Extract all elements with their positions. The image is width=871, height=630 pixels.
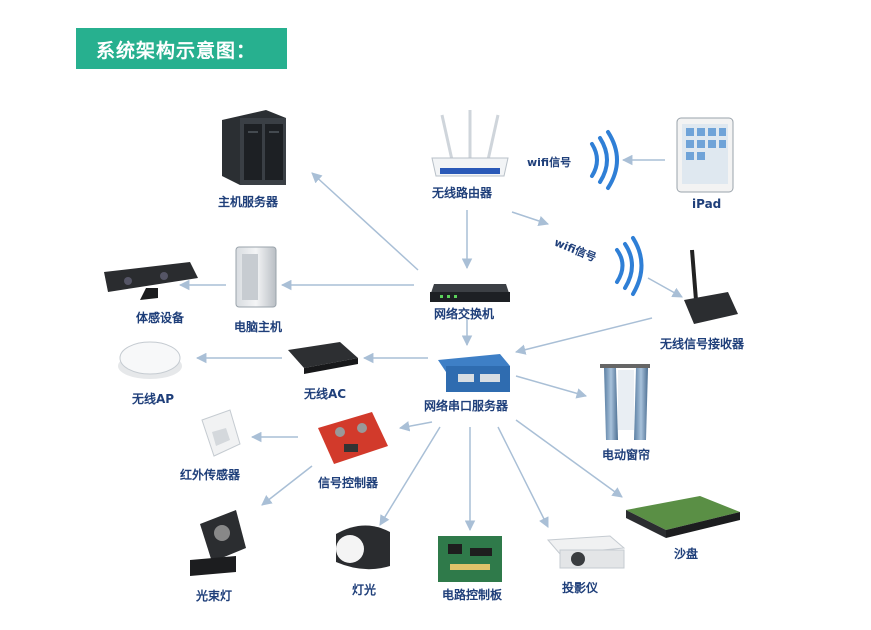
ipad-icon (676, 117, 734, 193)
wireless-ac-icon (288, 342, 358, 374)
pc-host-label: 电脑主机 (234, 320, 283, 334)
arrow-controller-to-beam-light (261, 465, 313, 506)
ipad-label: iPad (692, 197, 722, 211)
arrow-serial-to-signal-controller (398, 421, 433, 432)
network-switch-icon (430, 284, 510, 302)
infrared-sensor-label: 红外传感器 (180, 468, 241, 482)
projector-label: 投影仪 (562, 581, 599, 595)
beam-light-label: 光束灯 (196, 589, 233, 603)
wireless-router-icon (431, 110, 509, 177)
header-banner (76, 28, 287, 69)
router-label: 无线路由器 (432, 186, 493, 200)
infrared-sensor-icon (201, 409, 241, 457)
projector-icon (546, 535, 626, 569)
page-title: 系统架构示意图： (96, 40, 257, 62)
arrow-wifi-to-receiver (647, 277, 683, 298)
signal-controller-label: 信号控制器 (318, 476, 379, 490)
pc-tower-icon (235, 246, 277, 308)
wireless-ap-icon (118, 341, 182, 379)
arrow-switch-to-host-server (311, 172, 419, 271)
wifi-label-top: wifi信号 (527, 156, 572, 169)
arrow-serial-to-light (379, 426, 441, 526)
wireless-receiver-label: 无线信号接收器 (660, 337, 745, 351)
beam-light-icon (190, 510, 246, 576)
server-rack-icon (222, 110, 286, 185)
serial-server-label: 网络串口服务器 (424, 399, 509, 413)
light-label: 灯光 (352, 583, 377, 597)
wireless-receiver-icon (684, 249, 738, 324)
connection-arrows (178, 154, 683, 532)
signal-controller-board-icon (318, 412, 388, 464)
arrow-serial-to-projector (497, 426, 549, 528)
wireless-ap-label: 无线AP (132, 392, 175, 406)
circuit-board-icon (438, 536, 502, 582)
wifi-waves-middle-icon (615, 236, 644, 296)
arrow-serial-to-sand-table (515, 419, 623, 498)
somatosensory-label: 体感设备 (136, 311, 185, 325)
wireless-ac-label: 无线AC (304, 387, 347, 401)
sand-table-icon (626, 496, 740, 538)
serial-server-icon (438, 354, 510, 392)
host-server-label: 主机服务器 (218, 195, 279, 209)
arrow-receiver-to-serial-server (514, 317, 653, 355)
curtain-label: 电动窗帘 (602, 448, 651, 462)
arrow-serial-to-curtain (515, 375, 588, 399)
wifi-waves-top-icon (590, 130, 619, 190)
sand-table-label: 沙盘 (674, 547, 699, 561)
arrow-router-to-wifi (511, 211, 549, 226)
light-fixture-icon (336, 525, 390, 570)
curtain-icon (600, 364, 650, 440)
motion-sensor-icon (104, 262, 198, 300)
switch-label: 网络交换机 (434, 307, 495, 321)
circuit-board-label: 电路控制板 (442, 588, 503, 602)
